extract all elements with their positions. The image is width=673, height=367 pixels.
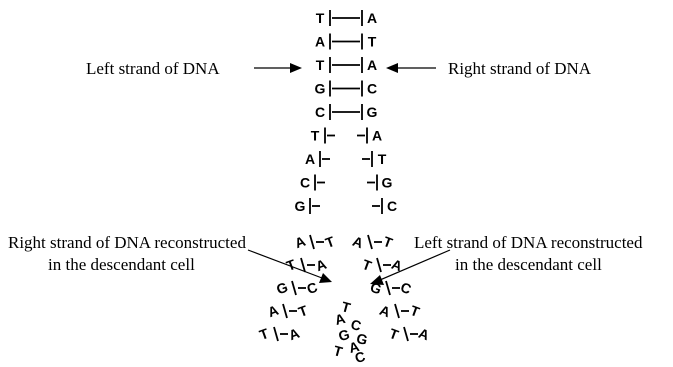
right-branch-backbone — [385, 280, 391, 296]
free-nucleotide: G — [355, 330, 370, 348]
right-branch-new-base: T — [387, 325, 401, 343]
right-branch-new-base: A — [378, 302, 393, 320]
left-base: A — [315, 34, 325, 50]
left-branch-backbone — [300, 257, 306, 273]
right-base: G — [382, 175, 393, 191]
right-branch-pair: AT — [360, 256, 404, 274]
right-base: A — [367, 57, 377, 73]
right-branch-backbone — [394, 303, 400, 319]
right-base: T — [368, 34, 377, 50]
left-branch-backbone — [282, 303, 288, 319]
right-strand-label: Right strand of DNA — [448, 59, 592, 78]
right-base: C — [367, 81, 377, 97]
left-base: A — [305, 151, 315, 167]
left-reconstructed-arrowhead — [370, 275, 384, 285]
right-branch-old-base: C — [399, 279, 414, 297]
right-branch-backbone — [403, 326, 409, 342]
left-strand-arrowhead — [290, 63, 302, 73]
right-base: A — [372, 128, 382, 144]
left-branch-old-base: A — [266, 302, 281, 320]
right-base: A — [367, 10, 377, 26]
right-base: G — [367, 104, 378, 120]
left-branch-backbone — [273, 326, 279, 342]
left-base: T — [316, 10, 325, 26]
right-branch-pair: TA — [378, 302, 423, 320]
right-branch-pair: TA — [351, 233, 396, 251]
right-reconstructed-label-line1: Right strand of DNA reconstructed — [8, 233, 246, 252]
left-branch-backbone — [309, 234, 315, 250]
free-nucleotide: T — [332, 342, 345, 360]
right-reconstructed-label-line2: in the descendant cell — [48, 255, 195, 274]
right-base: C — [387, 198, 397, 214]
left-branch-new-base: T — [296, 302, 310, 320]
right-reconstructed-arrowhead — [319, 273, 332, 283]
left-branch-new-base: C — [305, 279, 320, 297]
right-strand-arrowhead — [386, 63, 398, 73]
left-branch-new-base: A — [314, 256, 329, 274]
left-base: T — [311, 128, 320, 144]
left-branch-new-base: T — [323, 233, 337, 251]
left-branch-old-base: T — [257, 325, 271, 343]
left-branch-old-base: G — [274, 279, 290, 298]
free-nucleotide: C — [349, 316, 363, 334]
right-branch-pair: AT — [387, 325, 431, 343]
left-reconstructed-label-line1: Left strand of DNA reconstructed — [414, 233, 643, 252]
left-reconstructed-label-line2: in the descendant cell — [455, 255, 602, 274]
left-branch-new-base: A — [287, 325, 302, 343]
left-base: G — [295, 198, 306, 214]
left-strand-label: Left strand of DNA — [86, 59, 220, 78]
left-branch-old-base: A — [293, 233, 308, 251]
right-branch-new-base: T — [360, 256, 374, 274]
right-branch-old-base: T — [408, 302, 422, 320]
right-branch-new-base: A — [351, 233, 366, 251]
left-base: C — [300, 175, 310, 191]
left-base: C — [315, 104, 325, 120]
free-nucleotide: C — [353, 348, 367, 366]
right-branch-old-base: T — [381, 233, 395, 251]
right-branch-old-base: A — [390, 256, 405, 274]
right-base: T — [378, 151, 387, 167]
free-nucleotide: G — [337, 326, 352, 344]
left-branch-backbone — [291, 280, 297, 296]
left-reconstructed-arrow — [379, 249, 451, 281]
left-base: G — [315, 81, 326, 97]
right-branch-backbone — [367, 234, 373, 250]
right-branch-backbone — [376, 257, 382, 273]
right-branch-old-base: A — [417, 325, 432, 343]
free-nucleotide: A — [333, 310, 347, 328]
left-base: T — [316, 57, 325, 73]
right-reconstructed-arrow — [247, 249, 323, 279]
free-nucleotide: A — [347, 338, 361, 356]
